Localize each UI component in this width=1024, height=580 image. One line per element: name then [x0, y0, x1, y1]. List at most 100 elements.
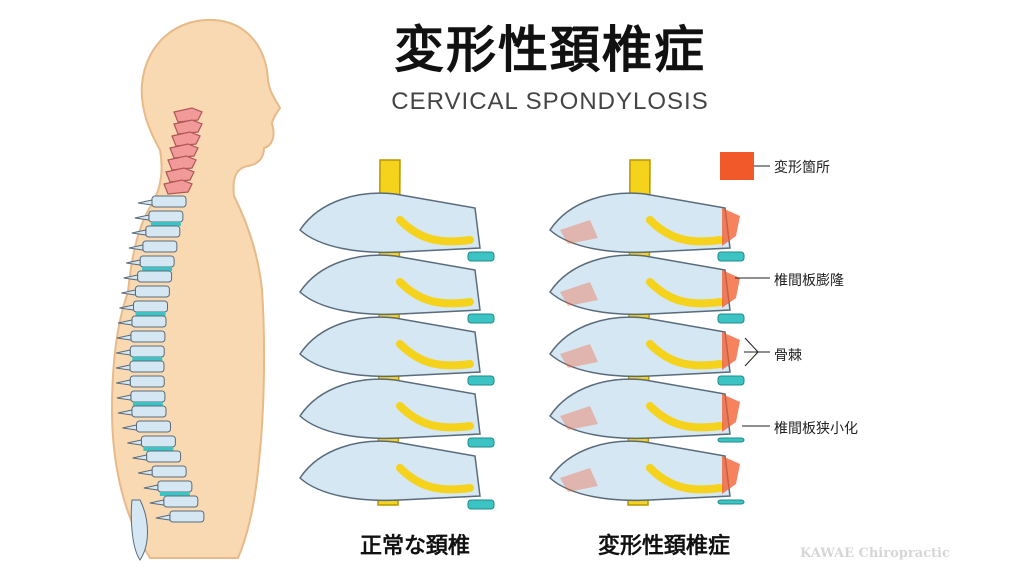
deformed-area	[722, 332, 740, 370]
spinous-process	[116, 334, 132, 341]
spine-vertebra	[151, 465, 187, 478]
sacrum	[130, 499, 148, 561]
cervical-vertebra	[169, 143, 199, 159]
nerve-root	[646, 464, 724, 494]
spine-vertebra	[169, 510, 205, 523]
spine-vertebra	[131, 405, 167, 418]
spine-disc	[132, 357, 163, 361]
intervertebral-disc	[467, 499, 495, 510]
spine-vertebra	[140, 435, 176, 448]
nerve-root	[646, 216, 724, 246]
legend-swatch	[720, 152, 754, 180]
deformed-area	[560, 468, 598, 492]
spinous-process	[116, 394, 132, 401]
spinous-process	[127, 439, 142, 446]
nerve-root	[646, 402, 724, 432]
cervical-vertebra	[163, 179, 193, 195]
nerve-root	[396, 216, 474, 246]
intervertebral-disc	[467, 313, 495, 324]
spine-vertebra	[163, 495, 199, 508]
spine-disc	[135, 312, 166, 316]
spinous-process	[137, 199, 153, 206]
spine-vertebra	[137, 270, 173, 283]
spinous-process	[116, 379, 131, 386]
intervertebral-disc	[717, 251, 745, 262]
callout-line	[744, 337, 759, 353]
spine-vertebra	[157, 480, 193, 493]
intervertebral-disc	[717, 313, 745, 324]
caption-degenerated: 変形性頚椎症	[598, 534, 731, 559]
spinous-process	[134, 214, 150, 221]
spinous-process	[128, 244, 144, 251]
spine-vertebra	[135, 420, 171, 433]
spinous-process	[155, 514, 171, 521]
spine-disc	[150, 222, 181, 226]
callout-line	[744, 351, 759, 367]
spine-vertebra	[139, 255, 175, 268]
spine-vertebra	[130, 330, 166, 343]
spinous-process	[115, 364, 131, 371]
deformed-area	[560, 406, 598, 430]
deformed-area	[560, 282, 598, 306]
spinous-process	[126, 259, 141, 266]
spine-vertebra	[151, 195, 187, 208]
deformed-area	[722, 270, 740, 308]
watermark: KAWAE Chiropractic	[800, 546, 950, 561]
spinous-process	[117, 319, 133, 326]
spine-vertebra	[146, 450, 182, 463]
cervical-vertebra	[173, 119, 203, 135]
spine-disc	[159, 492, 190, 496]
spine-vertebra	[131, 315, 167, 328]
label-osteophyte: 骨棘	[774, 348, 802, 364]
nerve-root	[396, 464, 474, 494]
cervical-vertebra	[165, 167, 195, 183]
deformed-area	[722, 394, 740, 432]
cervical-vertebra	[173, 107, 203, 123]
spinous-process	[149, 499, 165, 506]
spinous-process	[131, 229, 147, 236]
nerve-root	[396, 340, 474, 370]
intervertebral-disc	[467, 251, 495, 262]
spinous-process	[119, 304, 134, 311]
spinous-process	[117, 409, 133, 416]
nerve-root	[396, 278, 474, 308]
deformed-area	[722, 456, 740, 494]
spine-vertebra	[130, 390, 166, 403]
spine-disc	[143, 447, 174, 451]
deformed-area	[722, 208, 740, 246]
spinous-process	[122, 424, 137, 431]
spine-vertebra	[145, 225, 181, 238]
cervical-vertebra	[171, 131, 201, 147]
deformed-area	[560, 220, 598, 244]
nerve-root	[646, 340, 724, 370]
label-disc-bulge: 椎間板膨隆	[774, 273, 844, 289]
spinous-process	[132, 454, 148, 461]
cervical-vertebra	[167, 155, 197, 171]
nerve-root	[646, 278, 724, 308]
label-disc-narrowing: 椎間板狭小化	[774, 421, 858, 437]
intervertebral-disc	[467, 375, 495, 386]
spinous-process	[116, 349, 131, 356]
spinous-process	[138, 469, 153, 476]
spine-vertebra	[134, 285, 170, 298]
deformed-area	[560, 344, 598, 368]
spine-vertebra	[129, 360, 165, 373]
spine-disc	[132, 402, 163, 406]
spinous-process	[121, 289, 136, 296]
spine-vertebra	[142, 240, 178, 253]
spine-disc	[142, 267, 173, 271]
intervertebral-disc	[717, 375, 745, 386]
page-title: 変形性頚椎症	[394, 21, 706, 79]
nerve-root	[396, 402, 474, 432]
spinous-process	[123, 274, 139, 281]
legend-deformed-area-label: 変形箇所	[774, 160, 830, 176]
intervertebral-disc	[717, 437, 745, 443]
spine-vertebra	[148, 210, 184, 223]
spine-vertebra	[132, 300, 168, 313]
spine-vertebra	[129, 345, 165, 358]
spinous-process	[143, 484, 159, 491]
intervertebral-disc	[467, 437, 495, 448]
caption-normal: 正常な頚椎	[360, 534, 471, 559]
